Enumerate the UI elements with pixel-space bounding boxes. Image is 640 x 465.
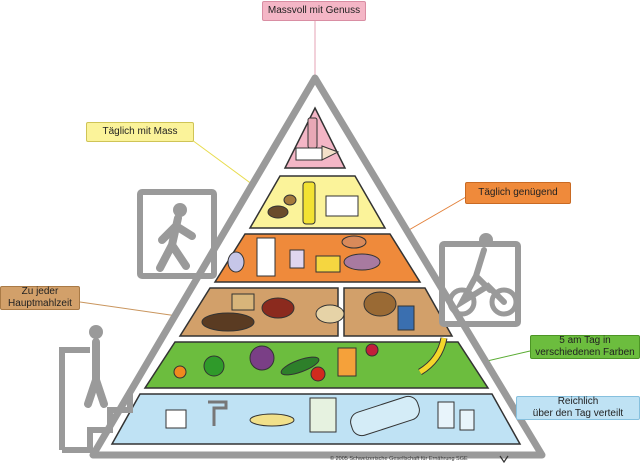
sge-logo	[499, 455, 509, 464]
food-drinks	[165, 395, 475, 437]
food-dairy-protein	[227, 235, 381, 277]
walking-person-icon	[137, 189, 217, 279]
label-five-a-day: 5 am Tag in verschiedenen Farben	[530, 335, 640, 359]
food-fruit-veg	[173, 337, 448, 382]
label-daily-enough: Täglich genügend	[465, 182, 571, 204]
food-oils-nuts	[267, 181, 359, 225]
label-each-main-meal: Zu jeder Hauptmahlzeit	[0, 286, 80, 310]
label-plenty-through-day: Reichlich über den Tag verteilt	[516, 396, 640, 420]
label-moderate-enjoyment: Massvoll mit Genuss	[262, 1, 366, 21]
food-sweets	[295, 117, 340, 161]
leader-moderate	[191, 139, 261, 191]
cyclist-icon	[439, 233, 521, 327]
tier-fruit-veg	[143, 341, 490, 389]
label-daily-moderate: Täglich mit Mass	[86, 122, 194, 142]
copyright-notice: © 2005 Schweizerische Gesellschaft für E…	[330, 456, 468, 462]
stairs-climber-icon	[59, 325, 133, 453]
food-grains	[201, 291, 415, 332]
